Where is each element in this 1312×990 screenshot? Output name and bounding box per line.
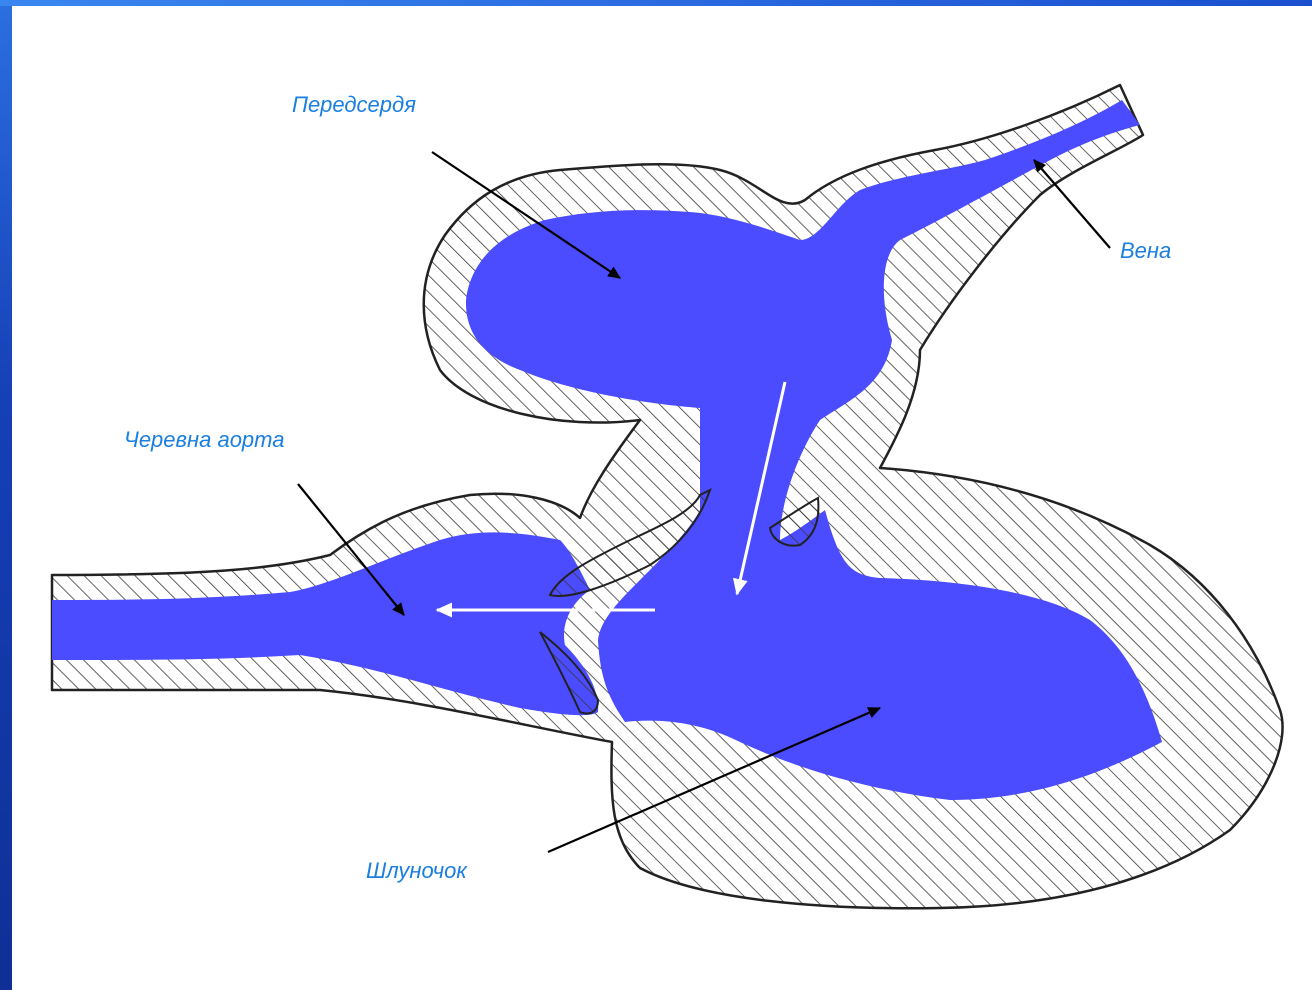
label-aorta: Черевна аорта	[124, 427, 284, 453]
label-ventricle: Шлуночок	[366, 858, 467, 884]
heart-wall-outer	[52, 85, 1283, 908]
label-vein: Вена	[1120, 238, 1171, 264]
label-atrium: Передсердя	[292, 92, 416, 118]
